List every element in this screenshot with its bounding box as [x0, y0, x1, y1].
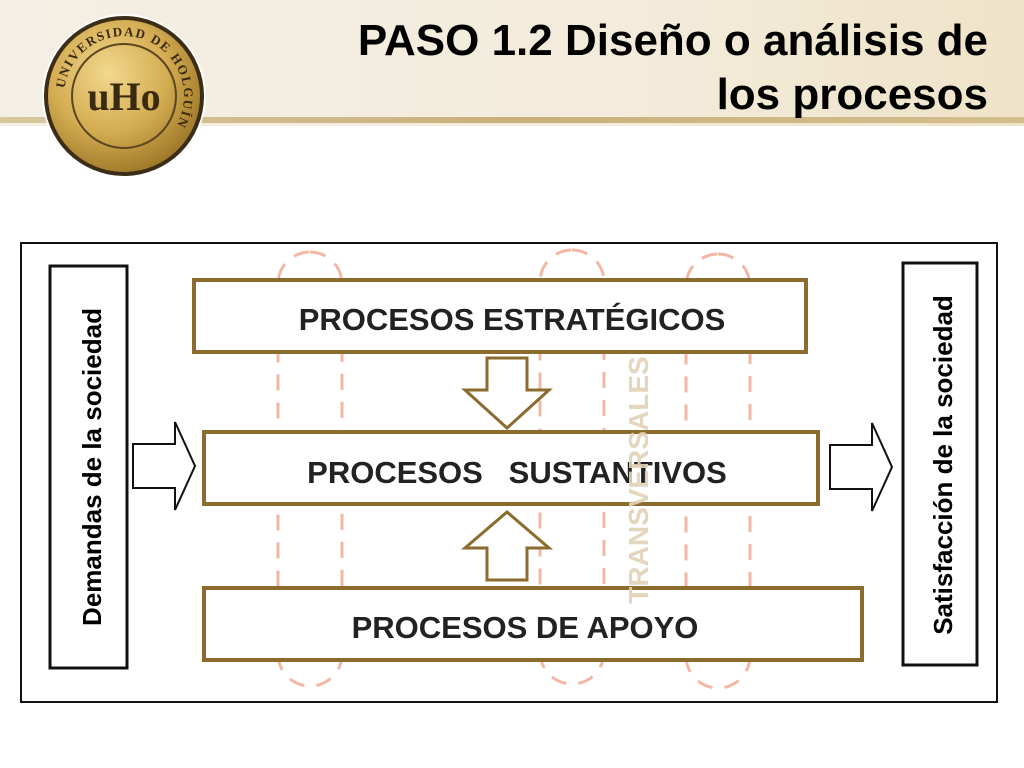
box-support: [202, 586, 864, 662]
input-arrow-icon: [132, 421, 197, 511]
diagram-frame: [20, 242, 998, 703]
page-title: PASO 1.2 Diseño o análisis de los proces…: [228, 14, 988, 122]
transversal-label: TRANSVERSALES: [623, 356, 654, 603]
box-support-label: PROCESOS DE APOYO: [352, 610, 699, 645]
title-line-1: PASO 1.2 Diseño o análisis de: [357, 16, 988, 65]
university-seal-logo: UNIVERSIDAD DE HOLGUÍN uHo: [42, 14, 206, 178]
output-arrow-icon: [829, 422, 894, 512]
satisfaction-box: [901, 261, 979, 667]
demand-label: Demandas de la sociedad: [77, 308, 107, 626]
box-strategic-label: PROCESOS ESTRATÉGICOS: [299, 302, 726, 337]
demand-box: [48, 264, 129, 670]
satisfaction-label: Satisfacción de la sociedad: [928, 295, 958, 635]
up-arrow-icon: [460, 510, 554, 582]
box-substantive-label: PROCESOS SUSTANTIVOS: [307, 455, 727, 490]
box-strategic: [192, 278, 808, 354]
title-line-2: los procesos: [716, 70, 988, 119]
down-arrow-icon: [461, 356, 553, 431]
box-substantive: [202, 430, 820, 506]
header-divider: [0, 117, 1024, 123]
seal-monogram: uHo: [87, 74, 160, 119]
